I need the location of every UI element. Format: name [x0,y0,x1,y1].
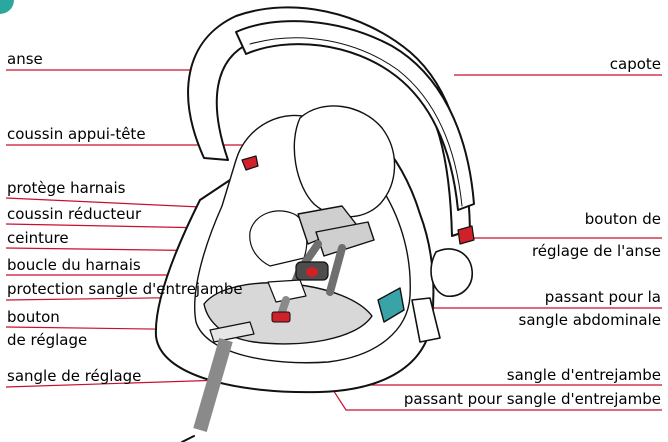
label-bouton-anse-line1: bouton de [585,210,661,228]
crotch-strap-guide [272,312,290,322]
label-sangle-reglage: sangle de réglage [7,367,141,385]
label-passant-entrejambe: passant pour sangle d'entrejambe [404,390,661,408]
label-ceinture: ceinture [7,229,69,247]
label-bouton-line1: bouton [7,308,60,326]
label-passant-line2: sangle abdominale [519,311,662,329]
label-protege-harnais: protège harnais [7,179,125,197]
label-coussin-appui-tete: coussin appui-tête [7,125,146,143]
label-bouton-line2: de réglage [7,331,87,349]
label-passant-line1: passant pour la [545,288,661,306]
handle-hub [431,249,472,296]
buckle-release-button [306,267,318,277]
label-coussin-reducteur: coussin réducteur [7,205,141,223]
label-sangle-entrejambe: sangle d'entrejambe [507,366,661,384]
adjustment-strap-edge [182,436,194,442]
label-bouton-anse-line2: réglage de l'anse [532,242,661,260]
reducer-cushion [250,211,307,266]
handle-button-right [458,226,474,244]
label-boucle-harnais: boucle du harnais [7,256,141,274]
label-anse: anse [7,50,43,68]
label-capote: capote [610,55,661,73]
label-protection-sangle: protection sangle d'entrejambe [7,280,243,298]
car-seat [156,7,474,442]
